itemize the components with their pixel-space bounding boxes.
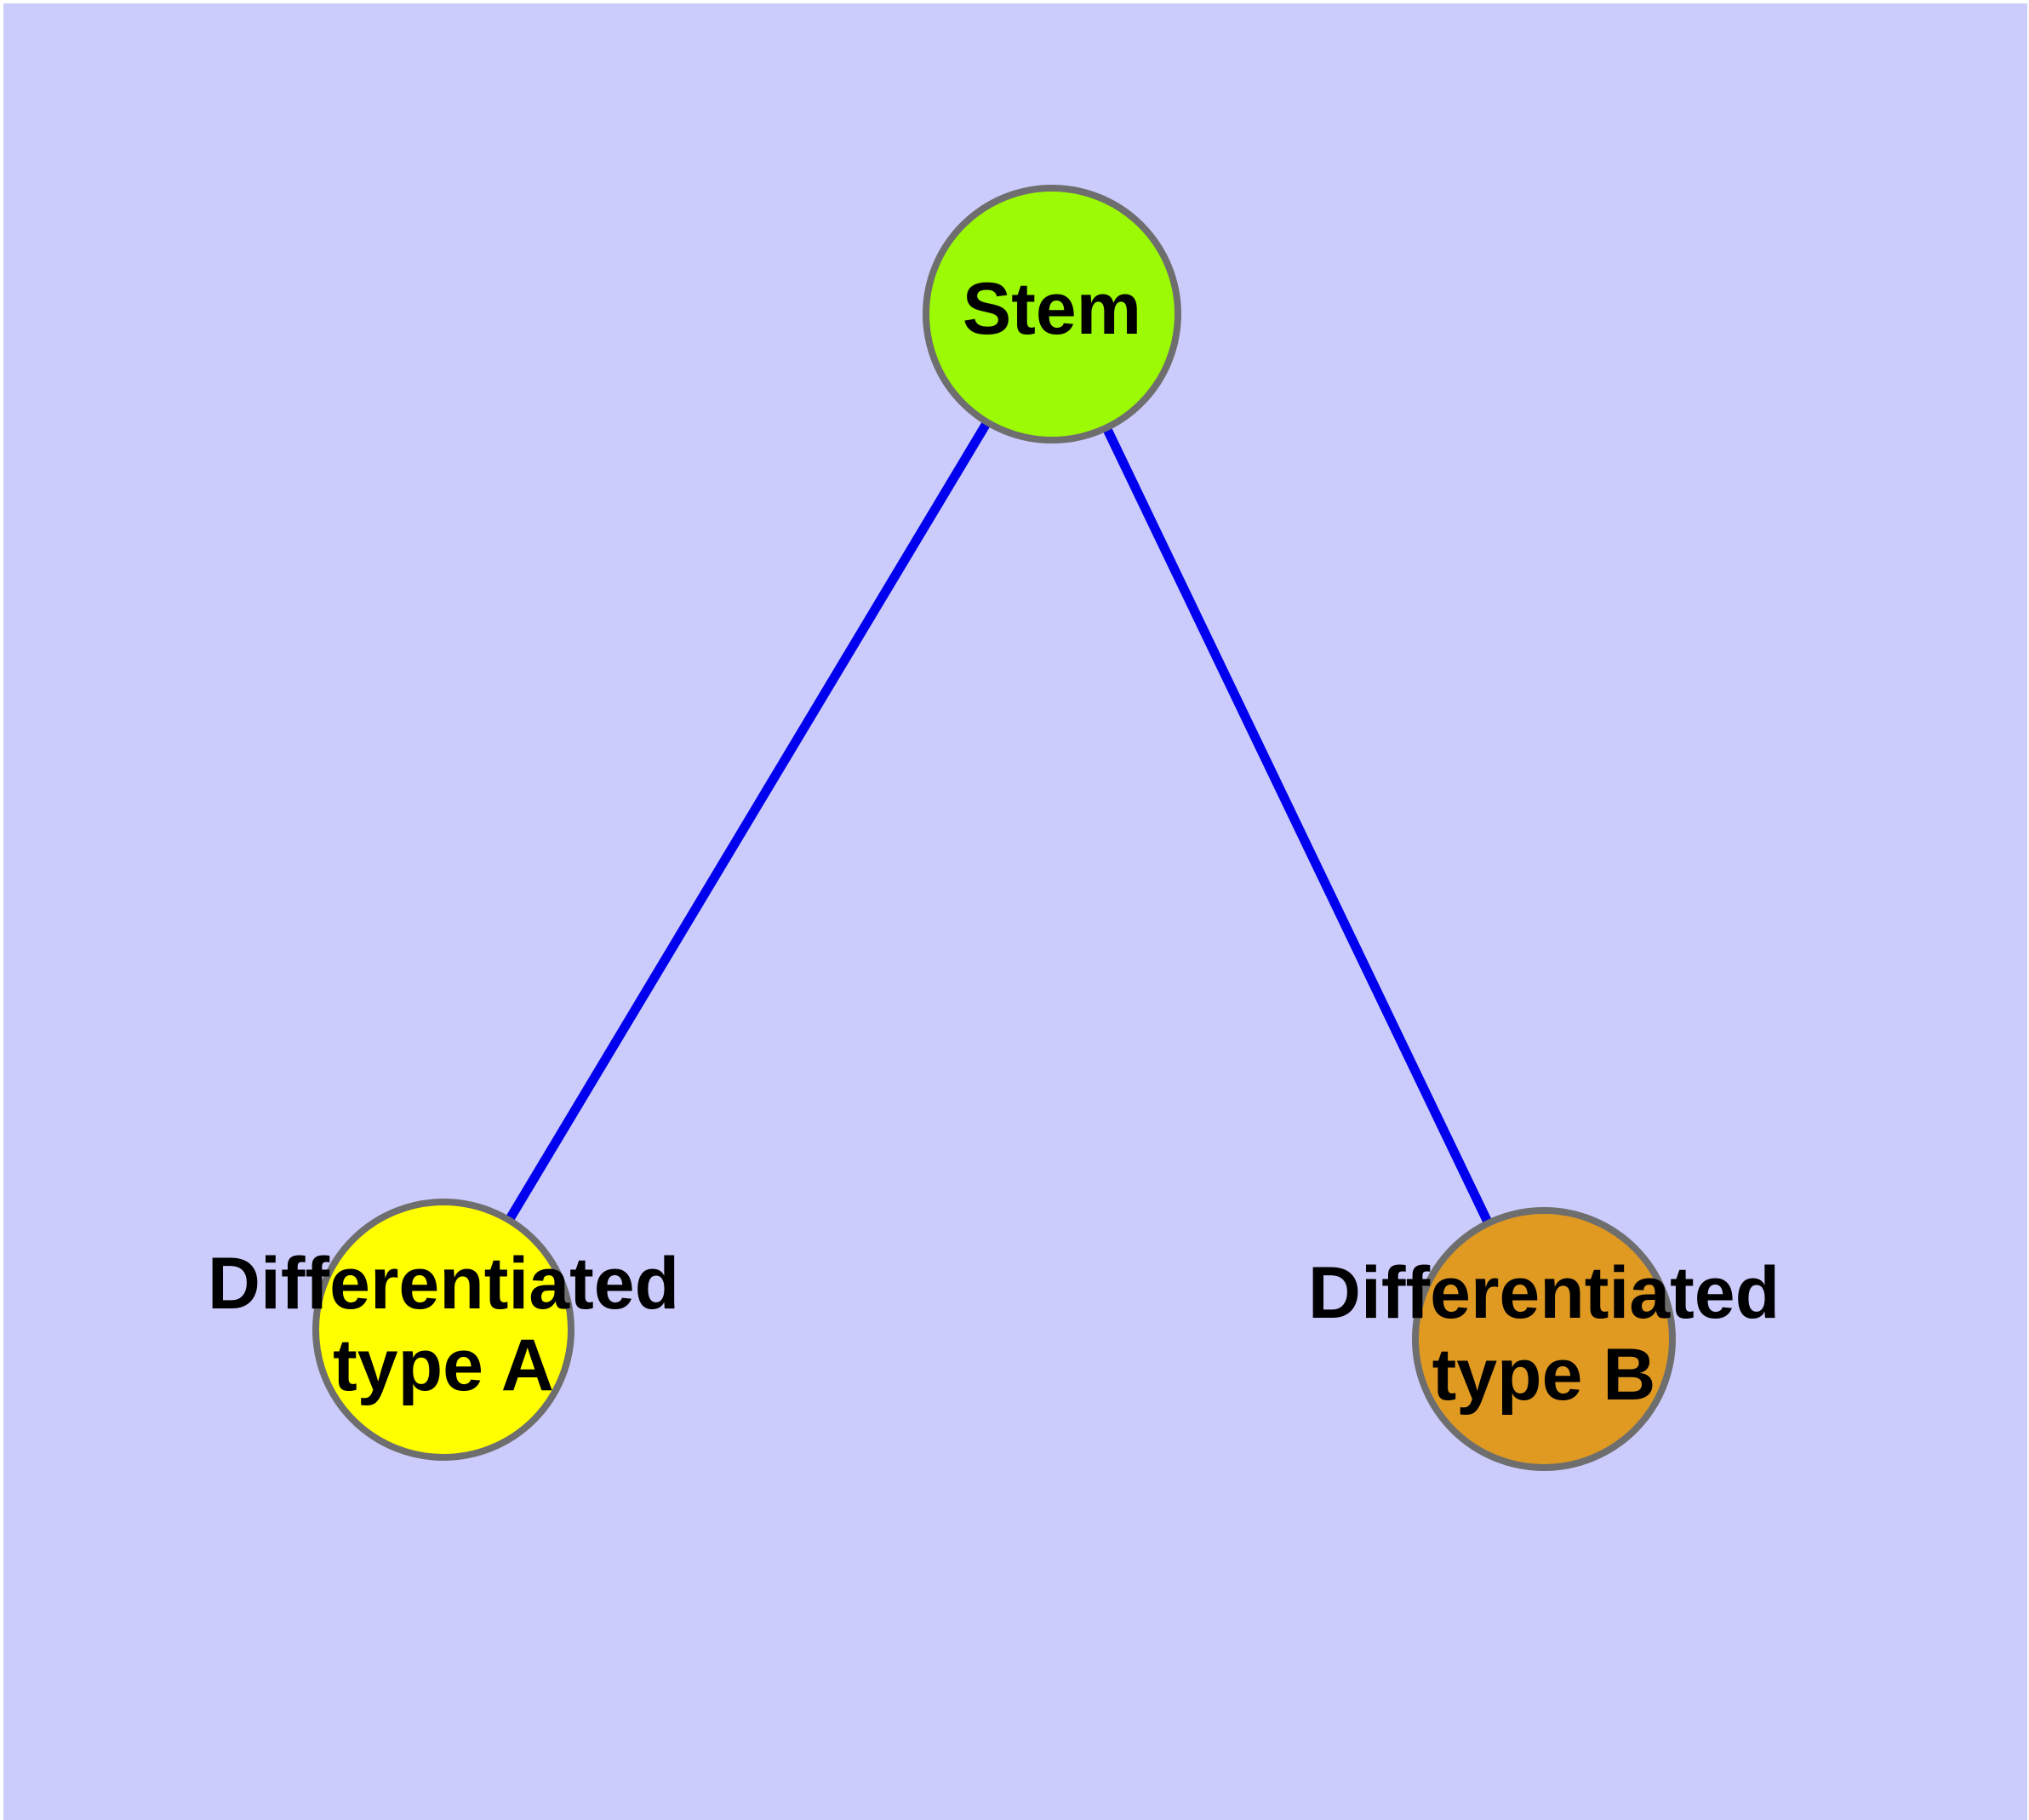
node-label-line: Stem	[963, 268, 1141, 350]
edge-stem-to-differentiated-type-b[interactable]	[1048, 312, 1548, 1342]
node-label-line: Differentiated	[1308, 1252, 1780, 1334]
edge-stem-to-differentiated-type-a[interactable]	[439, 312, 1056, 1332]
node-differentiated-type-a[interactable]	[312, 1199, 574, 1461]
node-label-line: type A	[333, 1325, 554, 1406]
edge-layer	[439, 312, 1548, 1342]
node-differentiated-type-b-circle[interactable]	[1412, 1207, 1676, 1471]
node-label-line: type B	[1432, 1334, 1656, 1416]
node-differentiated-type-b[interactable]	[1412, 1207, 1676, 1471]
node-layer	[312, 185, 1676, 1471]
node-differentiated-type-a-circle[interactable]	[312, 1199, 574, 1461]
node-stem-circle[interactable]	[923, 185, 1181, 444]
node-stem-label: Stem	[963, 268, 1141, 350]
node-stem[interactable]	[923, 185, 1181, 444]
node-label-line: Differentiated	[208, 1243, 679, 1325]
